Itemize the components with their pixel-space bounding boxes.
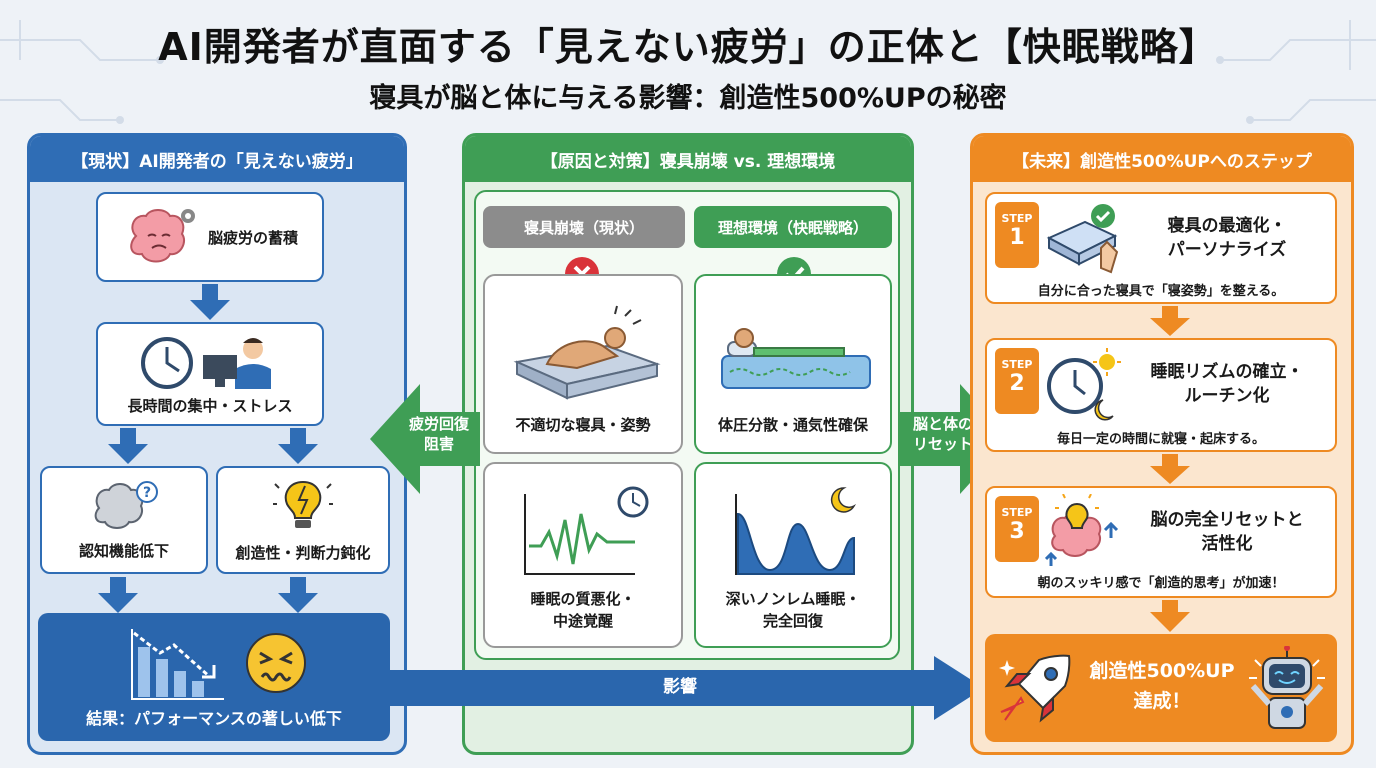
arrow-down-4 [98, 577, 138, 613]
recovery-blocked-label: 疲労回復 阻害 [408, 415, 469, 453]
step-3-desc: 朝のスッキリ感で「創造的思考」が加速！ [1037, 576, 1285, 591]
step-arrow-2 [1150, 454, 1190, 484]
good-posture-label: 体圧分散・通気性確保 [717, 416, 868, 434]
step-2-desc: 毎日一定の時間に就寝・起床する。 [1056, 432, 1265, 447]
goal-box: 創造性500%UP 達成！ [985, 634, 1337, 742]
rocket-icon [999, 654, 1071, 723]
declining-chart-icon [131, 629, 224, 700]
creativity-decline-label: 創造性・判断力鈍化 [235, 543, 371, 562]
clock-icon [617, 486, 649, 518]
good-sleep-card: 深いノンレム睡眠・ 完全回復 [694, 462, 892, 648]
relaxed-sleeper-icon [721, 328, 871, 389]
erratic-wave-icon [524, 486, 649, 575]
happy-robot-icon [1249, 646, 1325, 729]
brain-lightbulb-icon [1045, 494, 1119, 566]
clock-sun-moon-icon [1047, 348, 1121, 421]
svg-text:?: ? [143, 485, 151, 501]
brain-fatigue-label: 脳疲労の蓄積 [207, 228, 298, 247]
page-subtitle: 寝具が脳と体に与える影響：創造性500%UPの秘密 [369, 83, 1007, 114]
step-1-badge-label: STEP [1001, 212, 1033, 225]
restless-sleeper-icon [513, 305, 661, 400]
arrow-down-3 [278, 428, 318, 464]
confused-brain-icon: ? [94, 480, 158, 529]
current-state-header: 【現状】AI開発者の「見えない疲労」 [30, 136, 404, 182]
step-1-desc: 自分に合った寝具で「寝姿勢」を整える。 [1037, 284, 1285, 299]
step-2-box: STEP 2 睡眠リズムの確立・ ルーチン化 毎日一定の時間に就寝・起床する。 [985, 338, 1337, 452]
impact-label: 影響 [663, 677, 697, 697]
step-3-badge-number: 3 [1009, 519, 1025, 544]
good-posture-card: 体圧分散・通気性確保 [694, 274, 892, 454]
brain-fatigue-box: 脳疲労の蓄積 [96, 192, 324, 282]
arrow-down-1 [190, 284, 230, 320]
step-3-box: STEP 3 脳の完全リセットと 活性化 朝のスッキリ感で「創造的思考」が加速！ [985, 486, 1337, 598]
stress-label: 長時間の集中・ストレス [127, 396, 293, 415]
clock-icon [141, 336, 193, 389]
step-2-badge-number: 2 [1009, 371, 1025, 396]
step-3-title: 脳の完全リセットと 活性化 [1150, 510, 1304, 554]
stress-box: 長時間の集中・ストレス [96, 322, 324, 426]
good-environment-label: 理想環境（快眠戦略） [694, 206, 892, 248]
reset-label: 脳と体の リセット [912, 415, 973, 453]
page-title: AI開発者が直面する「見えない疲労」の正体と【快眠戦略】 [158, 25, 1218, 69]
bad-sleep-card: 睡眠の質悪化・ 中途覚醒 [483, 462, 683, 648]
step-3-badge: STEP 3 [995, 496, 1039, 562]
bad-posture-card: 不適切な寝具・姿勢 [483, 274, 683, 454]
result-box: 結果：パフォーマンスの著しい低下 [38, 613, 390, 741]
stress-illustration [141, 336, 271, 389]
good-sleep-label: 深いノンレム睡眠・ 完全回復 [725, 590, 861, 630]
mattress-check-icon [1046, 204, 1119, 274]
step-1-box: STEP 1 寝具の最適化・ パーソナライズ 自分に合った寝具で「寝姿勢」を整え… [985, 192, 1337, 304]
step-2-title: 睡眠リズムの確立・ ルーチン化 [1150, 362, 1304, 406]
bad-posture-label: 不適切な寝具・姿勢 [515, 416, 651, 434]
bad-environment-label: 寝具崩壊（現状） [483, 206, 685, 248]
step-arrow-1 [1150, 306, 1190, 336]
creativity-decline-box: 創造性・判断力鈍化 [216, 466, 390, 574]
step-1-badge: STEP 1 [995, 202, 1039, 268]
step-2-badge: STEP 2 [995, 348, 1039, 414]
cause-countermeasure-header: 【原因と対策】寝具崩壊 vs. 理想環境 [465, 136, 911, 182]
deep-wave-icon [735, 487, 857, 575]
step-2-badge-label: STEP [1001, 358, 1033, 371]
bad-sleep-label: 睡眠の質悪化・ 中途覚醒 [530, 590, 636, 630]
step-3-badge-label: STEP [1001, 506, 1033, 519]
step-1-badge-number: 1 [1009, 225, 1025, 250]
moon-icon [830, 487, 857, 513]
impact-arrow [388, 656, 984, 720]
goal-label: 創造性500%UP 達成！ [1089, 660, 1235, 712]
cognitive-decline-box: ? 認知機能低下 [40, 466, 208, 574]
broken-lightbulb-icon [273, 480, 333, 528]
future-steps-header: 【未来】創造性500%UPへのステップ [973, 136, 1351, 182]
gear-icon [180, 209, 195, 223]
result-label: 結果：パフォーマンスの著しい低下 [86, 709, 342, 728]
step-1-title: 寝具の最適化・ パーソナライズ [1167, 216, 1287, 260]
arrow-down-2 [108, 428, 148, 464]
step-arrow-3 [1150, 600, 1190, 632]
distressed-face-icon [246, 633, 306, 693]
developer-at-pc-icon [203, 337, 271, 389]
arrow-down-5 [278, 577, 318, 613]
arrow-left-recovery-blocked [370, 384, 480, 494]
tired-brain-icon [130, 209, 195, 263]
cognitive-decline-label: 認知機能低下 [78, 541, 169, 560]
